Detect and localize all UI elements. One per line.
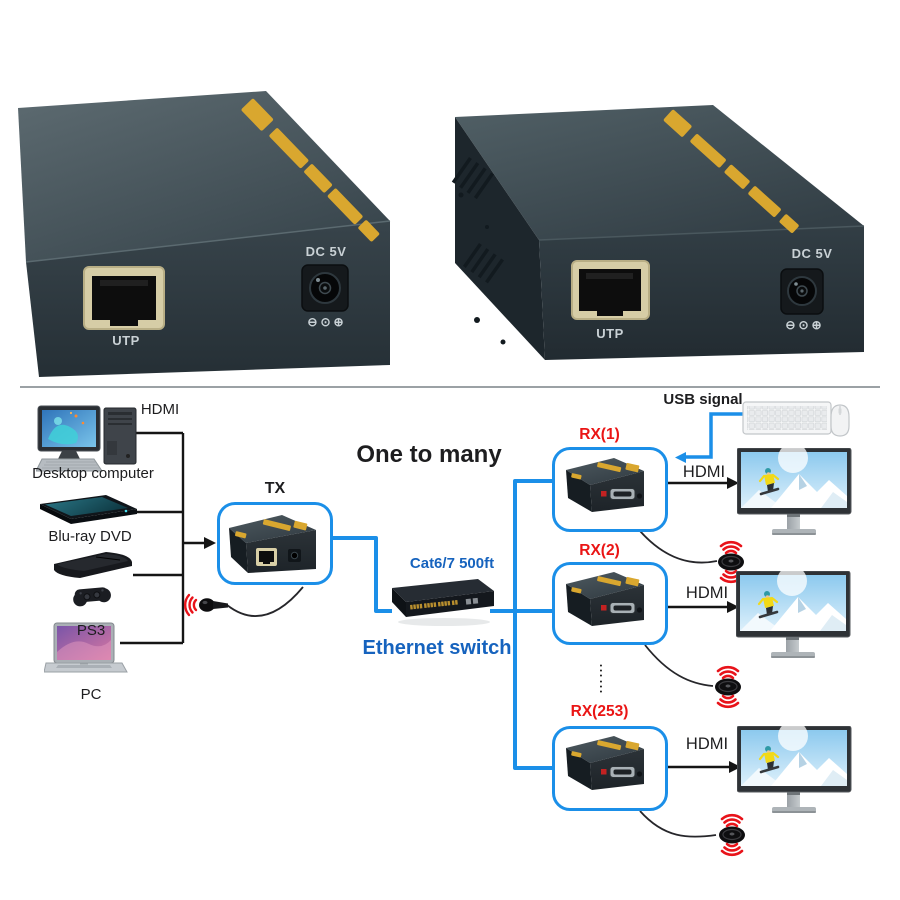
rx253-unit-box <box>552 726 668 811</box>
polarity-symbol: ⊖⊙⊕ <box>785 318 825 332</box>
ir-emitter-2 <box>714 665 742 709</box>
ethernet-switch-icon <box>392 579 494 626</box>
dc-label: DC 5V <box>791 246 833 261</box>
rx1-device <box>565 457 645 513</box>
source-label-ps3: PS3 <box>76 622 106 639</box>
rx253-label: RX(253) <box>570 703 629 720</box>
ps3-console-icon <box>54 552 132 607</box>
rx253-device <box>565 735 645 791</box>
section-divider <box>20 386 880 388</box>
hdmi-out-label-1: HDMI <box>682 463 726 481</box>
vent-slots <box>451 157 506 345</box>
tx-unit-box <box>217 502 333 585</box>
ir-receiver <box>183 593 228 617</box>
source-hdmi-label: HDMI <box>140 401 180 418</box>
monitor-1 <box>737 448 853 537</box>
device-top-face <box>18 91 390 262</box>
device-front-face <box>26 221 390 377</box>
extender-unit-photo-left: DC 5V UTP ⊖⊙⊕ <box>10 88 400 386</box>
keyboard-icon <box>742 401 832 435</box>
rx1-label: RX(1) <box>579 426 620 443</box>
extender-unit-photo-right: DC 5V UTP ⊖⊙⊕ <box>445 95 870 375</box>
rj45-port <box>83 266 165 330</box>
source-label-desktop: Desktop computer <box>32 465 154 482</box>
mouse-icon <box>830 404 850 437</box>
monitor-3 <box>737 726 853 815</box>
dc-power-jack <box>301 264 349 312</box>
hdmi-out-label-2: HDMI <box>685 584 729 602</box>
gamepad-icon <box>73 587 111 607</box>
rx1-unit-box <box>552 447 668 532</box>
dc-power-jack <box>780 268 824 315</box>
monitor-2 <box>736 571 852 660</box>
tx-label: TX <box>264 480 286 497</box>
hdmi-output-arrows <box>668 481 729 769</box>
rx2-device <box>565 571 645 627</box>
source-label-bluray: Blu-ray DVD <box>48 528 132 545</box>
utp-label: UTP <box>596 326 624 341</box>
brand-text-band <box>241 98 380 242</box>
brand-text-band <box>663 109 799 233</box>
rj45-port <box>571 260 650 320</box>
utp-label: UTP <box>112 333 140 348</box>
ir-emitter-3 <box>718 813 746 857</box>
source-label-pc: PC <box>80 686 102 703</box>
device-front-face <box>539 226 864 360</box>
tx-device <box>229 515 316 573</box>
laptop-icon <box>44 622 128 673</box>
hdmi-out-label-3: HDMI <box>685 735 729 753</box>
bluray-player-icon <box>40 495 137 524</box>
rx2-label: RX(2) <box>579 542 620 559</box>
switch-label: Ethernet switch <box>362 637 512 659</box>
usb-signal-label: USB signal <box>663 391 743 408</box>
polarity-symbol: ⊖⊙⊕ <box>307 315 347 329</box>
cable-label: Cat6/7 500ft <box>409 555 495 572</box>
diagram-title: One to many <box>356 441 502 468</box>
continuation-dots: • • • • • • <box>599 663 603 697</box>
rx2-unit-box <box>552 562 668 645</box>
dc-label: DC 5V <box>305 244 347 259</box>
